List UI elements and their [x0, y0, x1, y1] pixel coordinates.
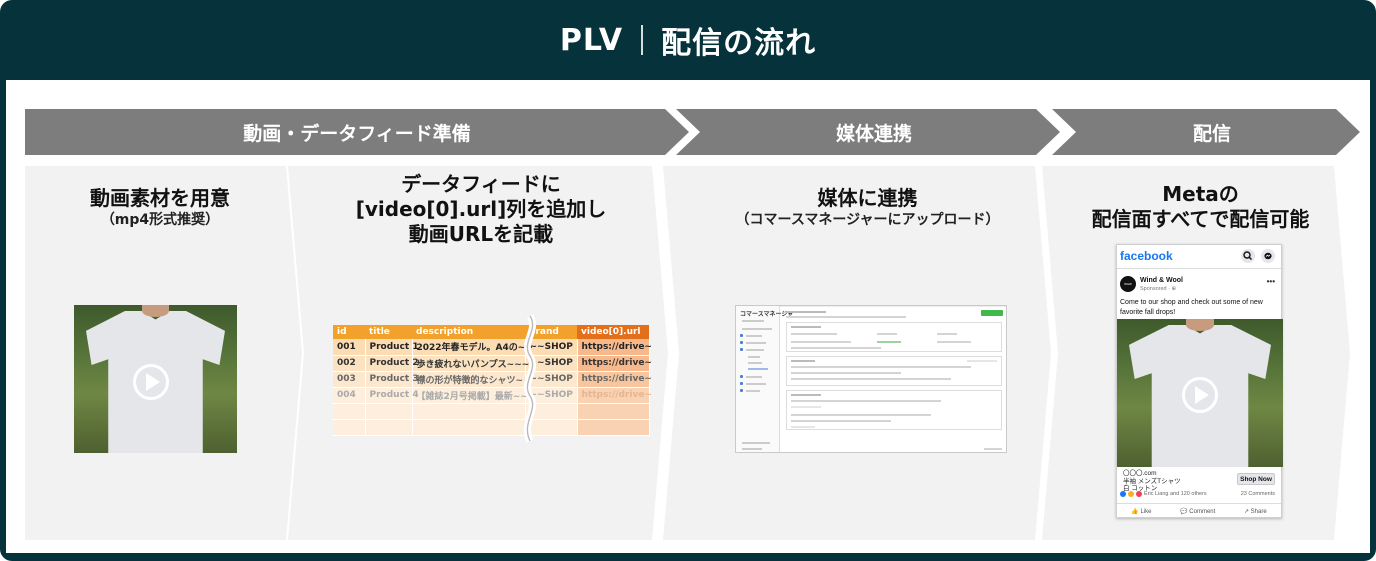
reactions[interactable]: Eric Liang and 120 others: [1120, 491, 1207, 497]
col-brand: brand: [525, 325, 577, 339]
cell: https://drive~: [577, 371, 652, 388]
cell: https://drive~: [577, 339, 652, 356]
product-site: 〇〇〇.com: [1123, 470, 1157, 477]
cell: 001: [333, 339, 366, 356]
cell: 襟の形が特徴的なシャツ~: [412, 371, 526, 388]
sponsored-label: Sponsored · ⊕: [1140, 286, 1177, 292]
step-title-feed: データフィードに [video[0].url]列を追加し 動画URLを記載: [316, 172, 646, 247]
like-reaction-icon: [1120, 491, 1126, 497]
header-divider: [641, 25, 644, 55]
cell: 歩き疲れないパンプス~~~: [412, 355, 529, 372]
step-title-line: Metaの: [1162, 182, 1239, 206]
cell: ~~SHOP: [525, 371, 578, 388]
comments-count[interactable]: 23 Comments: [1240, 491, 1275, 497]
col-description: description: [412, 325, 525, 339]
table-break-wave: [523, 314, 537, 443]
cell: Product 1: [365, 339, 419, 356]
product-name: 半袖 メンズTシャツ: [1123, 477, 1181, 485]
play-icon[interactable]: [133, 364, 169, 400]
comment-label: Comment: [1189, 509, 1216, 515]
table-header-row: id title description brand video[0].url: [333, 325, 649, 339]
share-button[interactable]: ↗ Share: [1243, 509, 1267, 515]
phase-label: 媒体連携: [835, 122, 912, 145]
cm-title: コマースマネージャ: [740, 311, 794, 318]
product-info: 〇〇〇.com 半袖 メンズTシャツ 白 コットン: [1123, 470, 1233, 493]
shop-now-button[interactable]: Shop Now: [1237, 473, 1275, 485]
phase-preparation: 動画・データフィード準備: [25, 109, 689, 155]
step-subtitle: （コマースマネージャーにアップロード）: [735, 212, 1000, 228]
table-row: 002 Product 2 歩き疲れないパンプス~~~ ~~SHOP https…: [333, 355, 652, 372]
step-title-line: データフィードに: [401, 172, 561, 196]
step-title-line: 動画URLを記載: [408, 222, 554, 246]
data-feed-table: id title description brand video[0].url …: [333, 325, 652, 436]
cell: Product 4: [365, 387, 419, 404]
facebook-ad-preview: facebook W&W Wind & Wool Sponsored · ⊕ •…: [1116, 244, 1283, 519]
cell: ~~SHOP: [525, 387, 578, 404]
cell: Product 2: [365, 355, 419, 372]
table-row: 003 Product 3 襟の形が特徴的なシャツ~ ~~SHOP https:…: [333, 371, 652, 388]
table-row-empty: [333, 419, 650, 436]
tshirt-video-thumbnail: [74, 305, 237, 453]
haha-reaction-icon: [1128, 491, 1134, 497]
neck-shape: [1186, 319, 1214, 331]
more-options-icon[interactable]: •••: [1266, 277, 1275, 286]
cell: 003: [333, 371, 366, 388]
comment-button[interactable]: 💬 Comment: [1180, 509, 1216, 515]
phase-label: 動画・データフィード準備: [243, 122, 471, 145]
header: PLV 配信の流れ: [0, 0, 1376, 80]
phase-media-integration: 媒体連携: [676, 109, 1060, 155]
love-reaction-icon: [1136, 491, 1142, 497]
reactions-text: Eric Liang and 120 others: [1144, 491, 1207, 497]
step-title: 媒体に連携: [817, 186, 918, 210]
product-variant: 白 コットン: [1123, 485, 1158, 492]
play-icon[interactable]: [1182, 377, 1218, 413]
step-subtitle: （mp4形式推奨）: [100, 212, 220, 228]
step-title-delivery: Metaの 配信面すべてで配信可能: [1058, 182, 1343, 232]
header-title-right: 配信の流れ: [661, 26, 817, 61]
table-row: 004 Product 4 【雑誌2月号掲載】最新~~ ~~SHOP https…: [333, 387, 652, 404]
phase-delivery: 配信: [1052, 109, 1360, 155]
search-icon[interactable]: [1241, 249, 1255, 263]
share-label: Share: [1250, 509, 1267, 515]
step-title-line: 配信面すべてで配信可能: [1091, 207, 1310, 231]
col-video-url: video[0].url: [577, 325, 649, 339]
facebook-logo: facebook: [1120, 249, 1173, 263]
neck-shape: [142, 305, 169, 317]
page-avatar: W&W: [1120, 276, 1136, 292]
cm-primary-button: [981, 310, 1003, 316]
table-row: 001 Product 1 2022年春モデル。A4の~~ ~~SHOP htt…: [333, 339, 652, 356]
col-id: id: [333, 325, 365, 339]
like-label: Like: [1140, 509, 1152, 515]
page-name[interactable]: Wind & Wool: [1140, 277, 1183, 284]
cell: Product 3: [365, 371, 419, 388]
col-title: title: [365, 325, 412, 339]
cell: 004: [333, 387, 366, 404]
cell: https://drive~: [577, 355, 652, 372]
ad-video[interactable]: [1117, 319, 1283, 467]
cell: ~~SHOP: [525, 339, 578, 356]
post-text: Come to our shop and check out some of n…: [1120, 299, 1263, 316]
messenger-icon[interactable]: [1261, 249, 1275, 263]
cell: ~~SHOP: [525, 355, 578, 372]
commerce-manager-screenshot: コマースマネージャ: [735, 305, 1007, 453]
cell: 002: [333, 355, 366, 372]
step-title-line: [video[0].url]列を追加し: [355, 197, 607, 221]
header-title-left: PLV: [559, 22, 624, 58]
like-button[interactable]: 👍 Like: [1131, 509, 1152, 515]
table-row-empty: [333, 403, 650, 420]
step-title-video: 動画素材を用意 （mp4形式推奨）: [30, 186, 290, 229]
step-title: 動画素材を用意: [90, 186, 230, 210]
cell: 2022年春モデル。A4の~~: [412, 339, 533, 356]
post-actions: 👍 Like 💬 Comment ↗ Share: [1117, 503, 1281, 519]
phase-label: 配信: [1192, 122, 1231, 145]
cell: https://drive~: [577, 387, 652, 404]
cell: 【雑誌2月号掲載】最新~~: [412, 387, 528, 404]
step-title-media: 媒体に連携 （コマースマネージャーにアップロード）: [690, 186, 1045, 229]
cm-sidebar: コマースマネージャ: [736, 306, 793, 452]
